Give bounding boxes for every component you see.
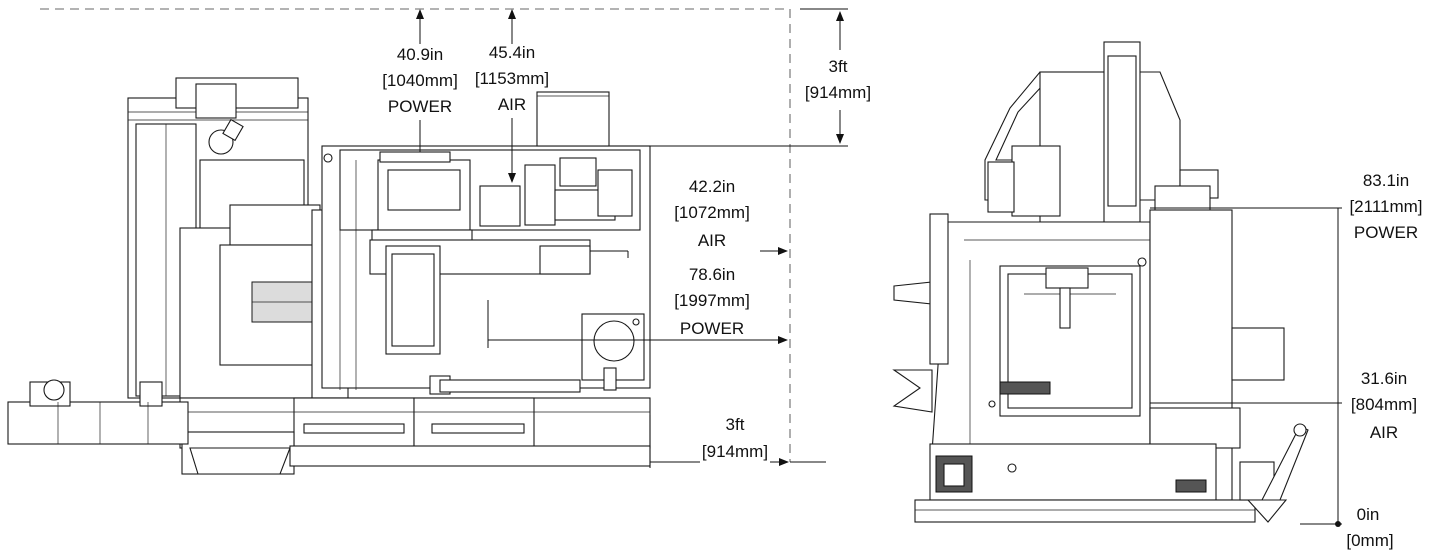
- dim-side-air-metric: [804mm]: [1351, 395, 1417, 414]
- dim-clearance-top-value: 3ft: [829, 57, 848, 76]
- machine-side-view: [892, 41, 1309, 523]
- dim-power-right-metric: [1997mm]: [674, 291, 750, 310]
- dim-power-right: 78.6in [1997mm] POWER: [674, 265, 750, 338]
- dim-air-top-metric: [1153mm]: [475, 69, 549, 88]
- dim-power-top-metric: [1040mm]: [382, 71, 458, 90]
- dim-side-power: 83.1in [2111mm] POWER: [1349, 171, 1422, 242]
- dim-clearance-top: 3ft [914mm]: [805, 57, 871, 102]
- dim-side-power-value: 83.1in: [1363, 171, 1409, 190]
- dim-air-top-type: AIR: [498, 95, 526, 114]
- dim-air-right: 42.2in [1072mm] AIR: [674, 177, 750, 250]
- dim-clearance-bottom: 3ft [914mm]: [702, 415, 768, 461]
- dim-power-right-type: POWER: [680, 319, 744, 338]
- dim-air-right-type: AIR: [698, 231, 726, 250]
- dim-power-top-value: 40.9in: [397, 45, 443, 64]
- dim-side-power-metric: [2111mm]: [1349, 197, 1422, 216]
- dim-side-floor-metric: [0mm]: [1346, 531, 1393, 550]
- dim-side-floor: 0in [0mm]: [1346, 505, 1393, 550]
- dim-air-right-value: 42.2in: [689, 177, 735, 196]
- dim-air-right-metric: [1072mm]: [674, 203, 750, 222]
- dim-power-top: 40.9in [1040mm] POWER: [382, 45, 458, 116]
- dim-side-air-value: 31.6in: [1361, 369, 1407, 388]
- dim-air-top-value: 45.4in: [489, 43, 535, 62]
- dim-clearance-top-metric: [914mm]: [805, 83, 871, 102]
- clearance-boundary: [40, 8, 791, 462]
- dimension-lines: [416, 8, 1342, 527]
- dim-side-power-type: POWER: [1354, 223, 1418, 242]
- machine-top-view: [7, 77, 651, 475]
- dim-power-right-value: 78.6in: [689, 265, 735, 284]
- dim-side-air-type: AIR: [1370, 423, 1398, 442]
- dim-power-top-type: POWER: [388, 97, 452, 116]
- dim-air-top: 45.4in [1153mm] AIR: [475, 43, 549, 114]
- dim-side-floor-value: 0in: [1357, 505, 1380, 524]
- dim-clearance-bottom-metric: [914mm]: [702, 442, 768, 461]
- dim-clearance-bottom-value: 3ft: [726, 415, 745, 434]
- dim-side-air: 31.6in [804mm] AIR: [1351, 369, 1417, 442]
